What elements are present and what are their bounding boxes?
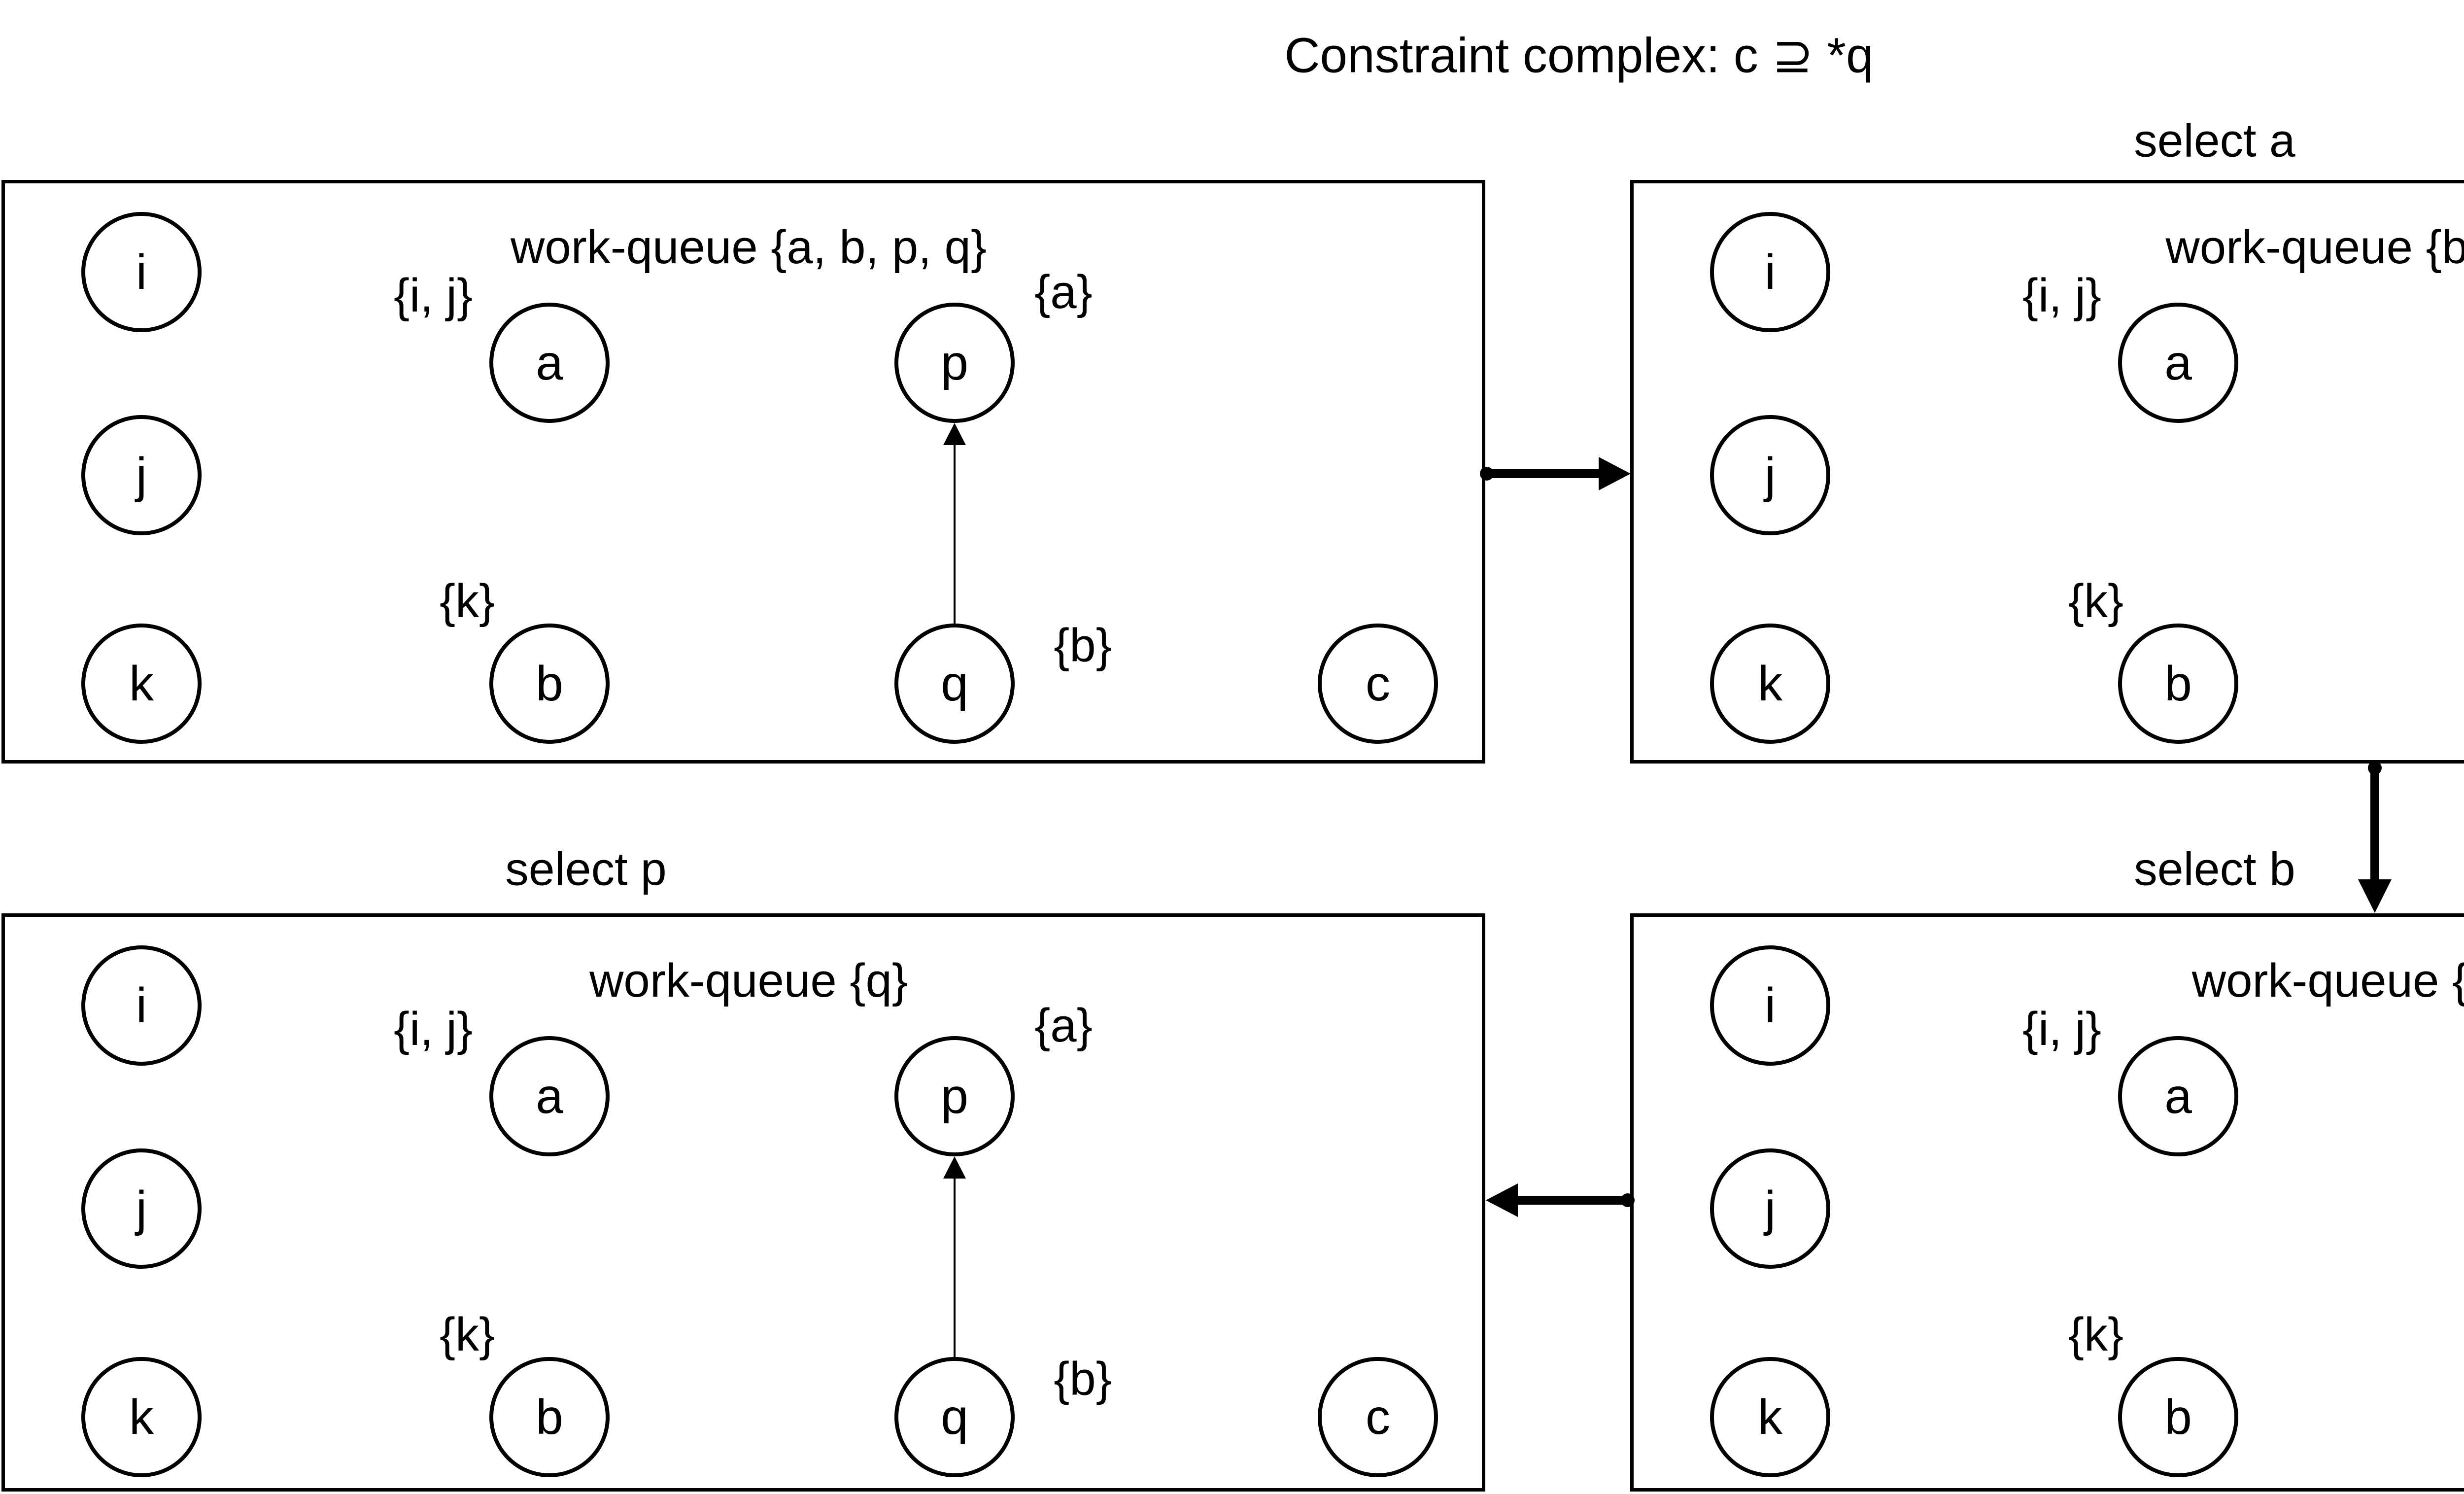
annotation-a: {i, j} xyxy=(393,269,473,322)
node-a: a xyxy=(489,303,610,423)
work-queue-label: work-queue {q} xyxy=(589,954,908,1007)
arrow-right-icon xyxy=(1599,457,1631,490)
node-k: k xyxy=(1710,1357,1830,1477)
annotation-a: {i, j} xyxy=(2022,269,2102,322)
annotation-q: {b} xyxy=(1054,619,1112,672)
work-queue-label: work-queue {a, b, p, q} xyxy=(511,221,987,274)
node-b: b xyxy=(2118,1357,2238,1477)
panel-select-a: work-queue {b, p, q} {i, j} {a} {k} {b} … xyxy=(1630,180,2464,764)
node-i: i xyxy=(1710,945,1830,1066)
arrow-stem xyxy=(1518,1196,1631,1205)
node-a: a xyxy=(2118,303,2238,423)
node-i: i xyxy=(1710,212,1830,332)
node-b: b xyxy=(489,624,610,744)
node-j: j xyxy=(81,415,202,535)
diagram-title: Constraint complex: c ⊇ *q xyxy=(1284,28,1874,83)
edge-q-to-p-arrowhead-icon xyxy=(943,1156,966,1179)
node-q: q xyxy=(894,1357,1015,1477)
annotation-b: {k} xyxy=(439,575,495,627)
node-p: p xyxy=(894,1036,1015,1156)
panel-select-p: work-queue {q} {i, j} {a} {k} {b} i j k … xyxy=(1,913,1485,1492)
panel-title-select-a: select a xyxy=(2134,114,2295,167)
annotation-p: {a} xyxy=(1034,999,1093,1052)
node-i: i xyxy=(81,945,202,1066)
node-j: j xyxy=(1710,1148,1830,1269)
arrow-stem xyxy=(1485,469,1599,478)
annotation-p: {a} xyxy=(1034,266,1093,318)
work-queue-label: work-queue {b, p, q} xyxy=(2165,221,2464,274)
annotation-b: {k} xyxy=(2068,1308,2124,1361)
node-c: c xyxy=(1318,1357,1438,1477)
annotation-a: {i, j} xyxy=(2022,1003,2102,1055)
node-p: p xyxy=(894,303,1015,423)
arrow-left-icon xyxy=(1486,1183,1518,1217)
node-b: b xyxy=(2118,624,2238,744)
annotation-b: {k} xyxy=(439,1308,495,1361)
annotation-q: {b} xyxy=(1054,1353,1112,1405)
node-b: b xyxy=(489,1357,610,1477)
edge-q-to-p-arrowhead-icon xyxy=(943,423,966,445)
edge-q-to-p-line xyxy=(954,445,956,624)
panel-title-select-p: select p xyxy=(505,843,667,896)
annotation-b: {k} xyxy=(2068,575,2124,627)
arrow-down-icon xyxy=(2358,879,2392,913)
panel-select-b: work-queue {p, q} {i, j} {a} {k} {b} i j… xyxy=(1630,913,2464,1492)
panel-initial: work-queue {a, b, p, q} {i, j} {a} {k} {… xyxy=(1,180,1485,764)
arrow-stem xyxy=(2370,764,2379,880)
node-j: j xyxy=(1710,415,1830,535)
node-c: c xyxy=(1318,624,1438,744)
node-k: k xyxy=(81,1357,202,1477)
work-queue-label: work-queue {p, q} xyxy=(2191,954,2464,1007)
panel-title-select-b: select b xyxy=(2134,843,2295,896)
node-q: q xyxy=(894,624,1015,744)
node-i: i xyxy=(81,212,202,332)
annotation-a: {i, j} xyxy=(393,1003,473,1055)
node-j: j xyxy=(81,1148,202,1269)
node-a: a xyxy=(2118,1036,2238,1156)
edge-q-to-p-line xyxy=(954,1178,956,1357)
node-k: k xyxy=(1710,624,1830,744)
node-a: a xyxy=(489,1036,610,1156)
node-k: k xyxy=(81,624,202,744)
